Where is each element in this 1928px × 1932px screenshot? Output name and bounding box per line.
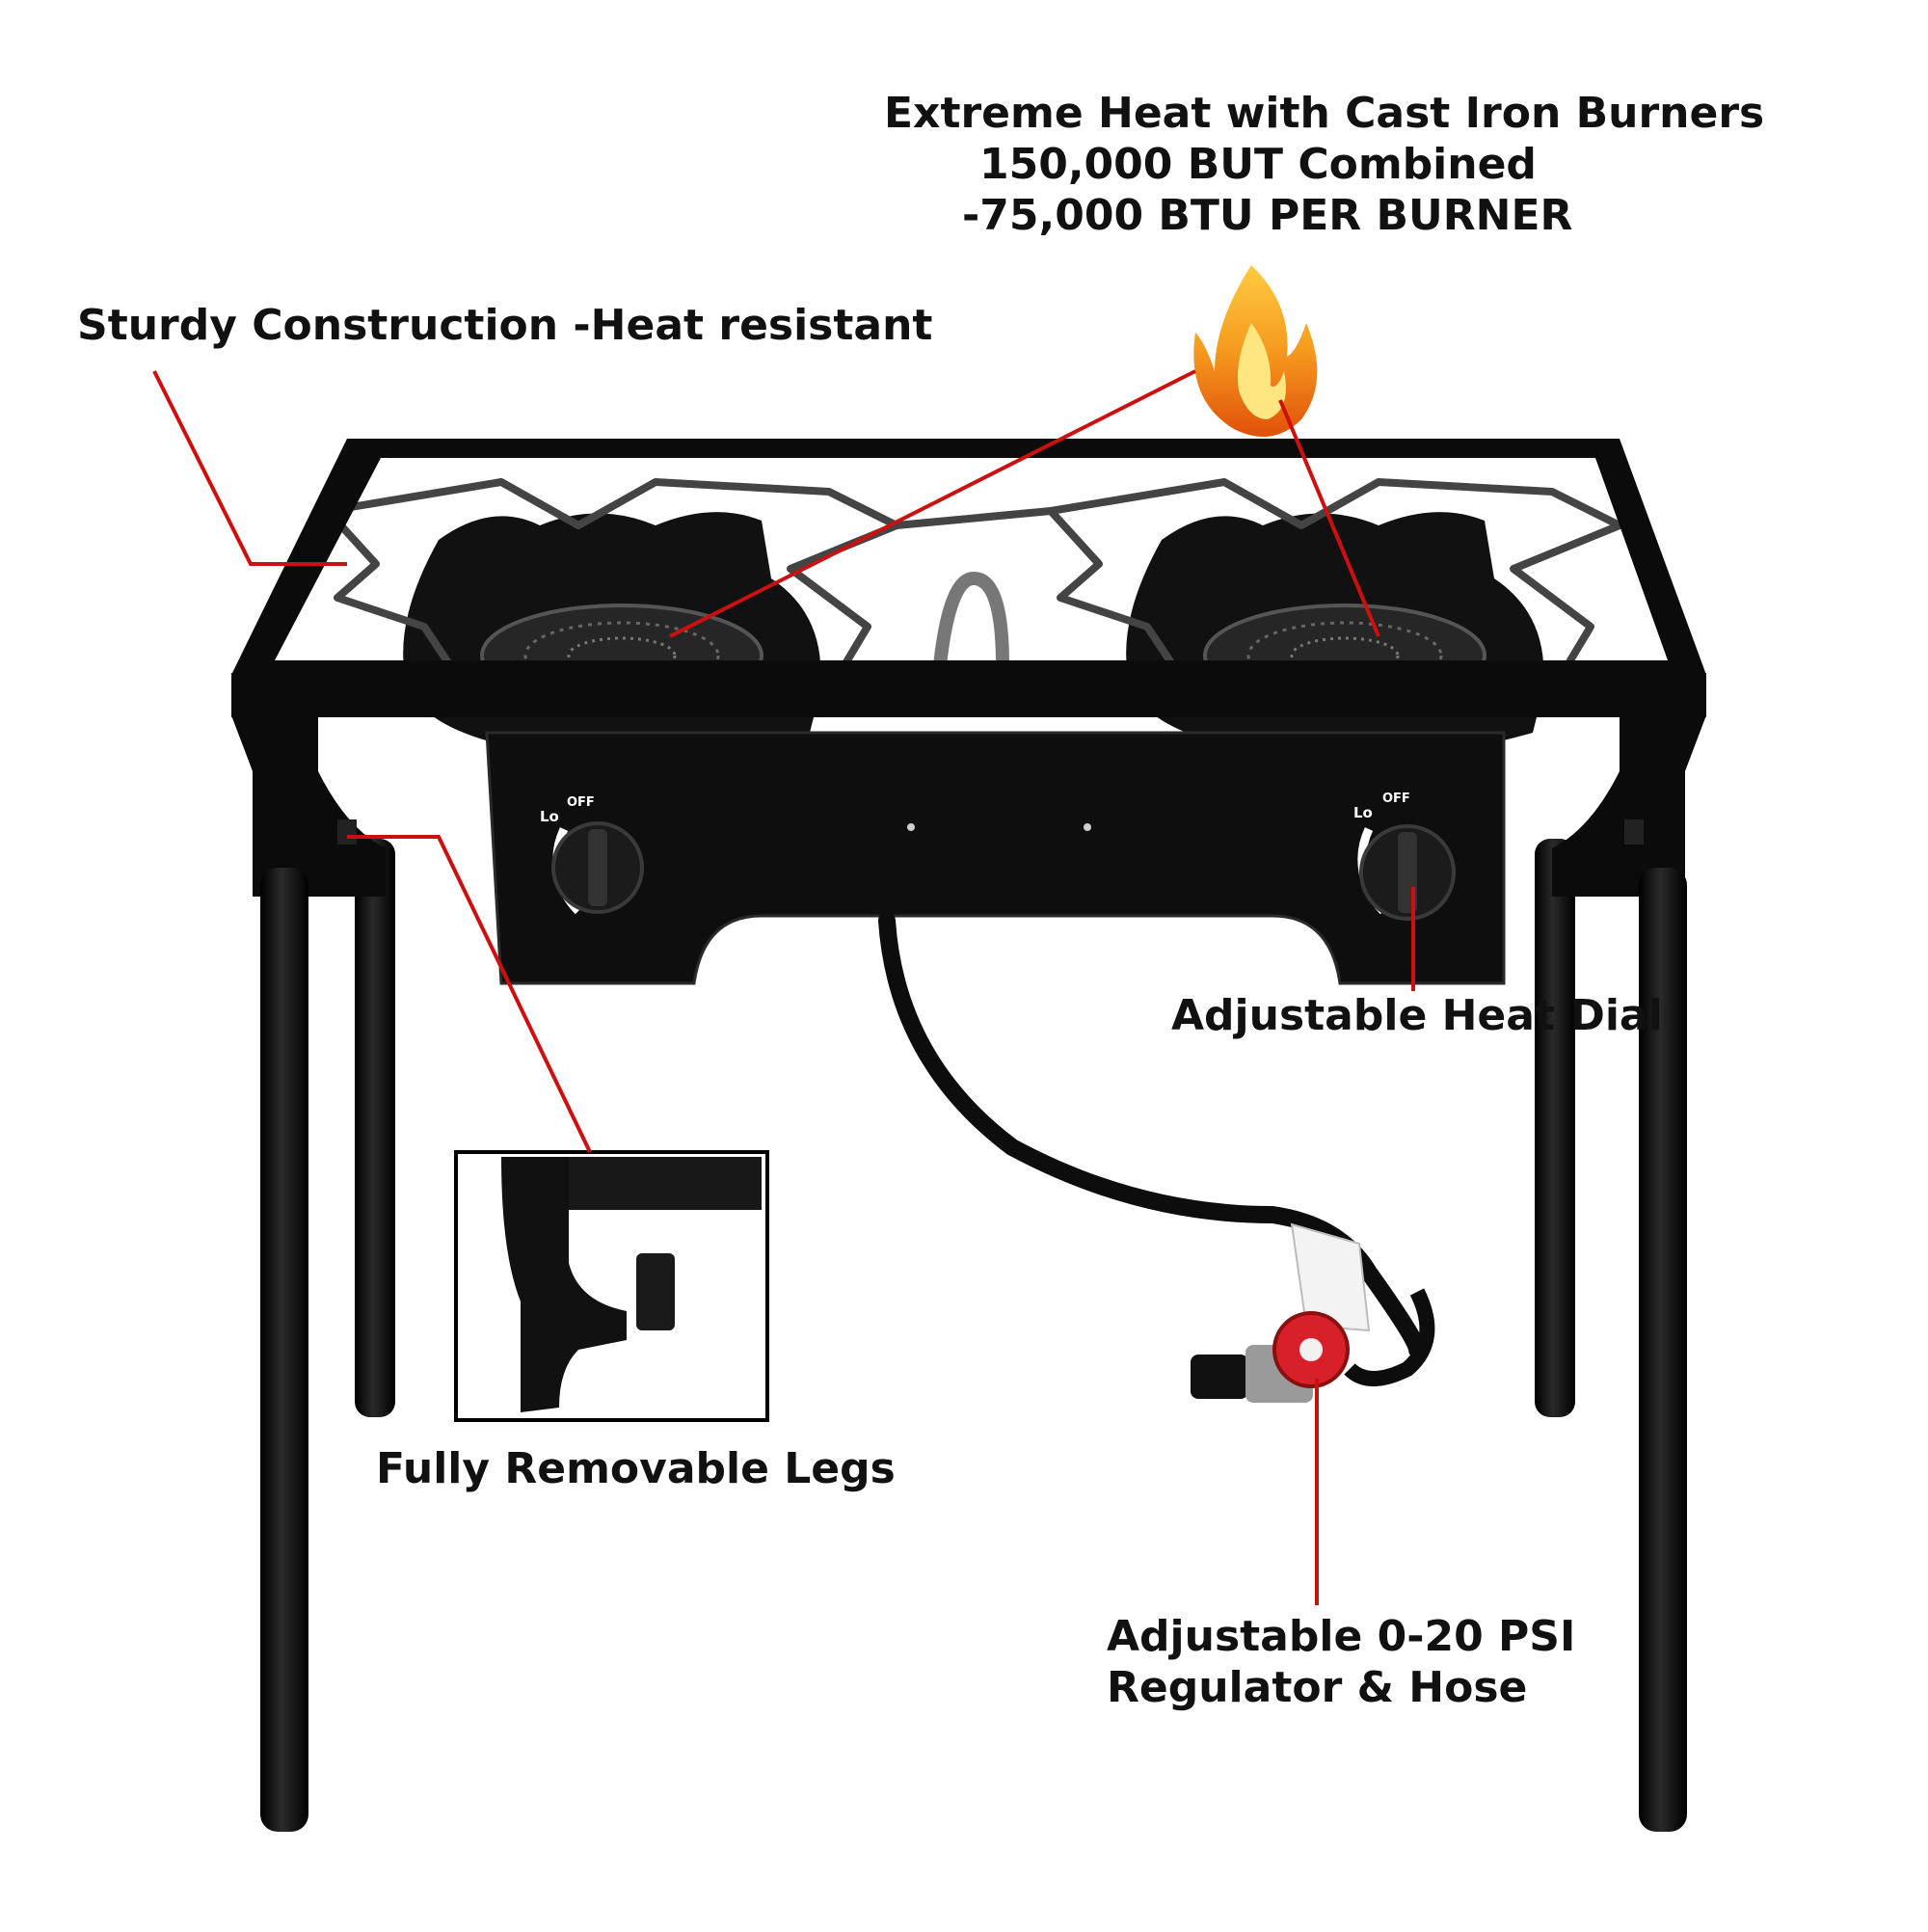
- regulator-callout: Adjustable 0-20 PSI Regulator & Hose: [1107, 1612, 1575, 1714]
- right-knob-off-marking: OFF: [1382, 792, 1410, 806]
- heat-callout-line-1: Extreme Heat with Cast Iron Burners: [884, 89, 1765, 138]
- rear-right-leg: [1535, 839, 1575, 1417]
- front-right-leg-bracket: [1552, 715, 1706, 897]
- pressure-regulator[interactable]: [1191, 1311, 1350, 1403]
- front-left-leg-bracket: [231, 715, 386, 897]
- sturdy-construction-callout: Sturdy Construction -Heat resistant: [77, 301, 933, 350]
- callout-line-heat-right: [1278, 399, 1380, 637]
- heat-callout-line-3: -75,000 BTU PER BURNER: [962, 190, 1573, 240]
- right-heat-knob[interactable]: [1359, 824, 1456, 921]
- right-knob-low-marking: Lo: [1353, 804, 1373, 821]
- flame-icon: [1193, 265, 1318, 437]
- gas-manifold-pipe: [933, 571, 1009, 666]
- callout-line-legs: [347, 835, 592, 1153]
- removable-legs-callout: Fully Removable Legs: [376, 1444, 896, 1493]
- regulator-callout-line-1: Adjustable 0-20 PSI: [1107, 1612, 1576, 1661]
- left-knob-off-marking: OFF: [567, 795, 595, 810]
- regulator-callout-line-2: Regulator & Hose: [1107, 1662, 1528, 1712]
- left-heat-knob[interactable]: [551, 821, 644, 914]
- front-left-leg: [260, 868, 308, 1832]
- gas-hose: [878, 912, 1426, 1358]
- callout-line-heat-left: [669, 369, 1196, 638]
- heat-callout-line-2: 150,000 BUT Combined: [979, 139, 1537, 189]
- callout-line-sturdy: [152, 370, 347, 566]
- rear-left-leg: [355, 839, 395, 1417]
- front-right-leg: [1639, 868, 1687, 1832]
- heat-callout: Extreme Heat with Cast Iron Burners 150,…: [0, 89, 1928, 241]
- hose-warning-tag: [1290, 1222, 1371, 1332]
- left-knob-low-marking: Lo: [540, 808, 559, 825]
- heat-dial-callout: Adjustable Heat Dial: [1171, 991, 1663, 1040]
- control-panel: [485, 731, 1506, 985]
